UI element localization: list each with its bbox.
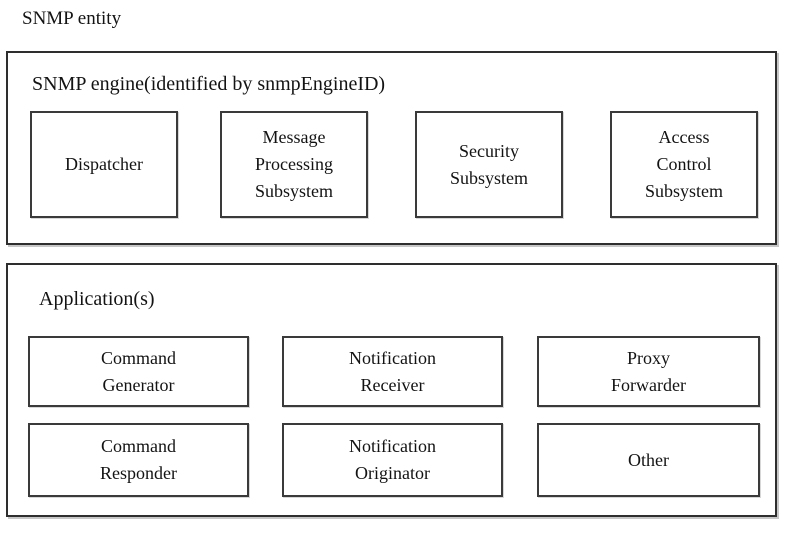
applications-label: Application(s) xyxy=(39,288,155,310)
engine-box-access-control-subsystem-label: Access Control Subsystem xyxy=(644,127,723,201)
app-box-command-generator: Command Generator xyxy=(28,336,249,407)
app-box-notification-receiver-label: Notification Receiver xyxy=(349,347,436,395)
snmp-engine-group: SNMP engine(identified by snmpEngineID) … xyxy=(6,51,777,245)
app-box-notification-originator: Notification Originator xyxy=(282,423,503,497)
applications-group: Application(s) Command Generator Notific… xyxy=(6,263,777,517)
app-box-proxy-forwarder-label: Proxy Forwarder xyxy=(611,347,686,395)
app-box-command-responder-label: Command Responder xyxy=(100,436,177,483)
app-box-proxy-forwarder: Proxy Forwarder xyxy=(537,336,760,407)
app-box-notification-receiver: Notification Receiver xyxy=(282,336,503,407)
app-box-other: Other xyxy=(537,423,760,497)
diagram-title: SNMP entity xyxy=(22,8,122,29)
engine-box-dispatcher-label: Dispatcher xyxy=(65,154,143,174)
app-box-other-label: Other xyxy=(628,449,669,470)
engine-box-access-control-subsystem: Access Control Subsystem xyxy=(610,111,758,218)
app-box-command-responder: Command Responder xyxy=(28,423,249,497)
app-box-command-generator-label: Command Generator xyxy=(101,347,176,395)
engine-box-dispatcher: Dispatcher xyxy=(30,111,178,218)
engine-box-message-processing-subsystem-label: Message Processing Subsystem xyxy=(254,127,333,201)
engine-box-security-subsystem: Security Subsystem xyxy=(415,111,563,218)
snmp-engine-label: SNMP engine(identified by snmpEngineID) xyxy=(32,73,386,95)
engine-box-message-processing-subsystem: Message Processing Subsystem xyxy=(220,111,368,218)
engine-box-security-subsystem-label: Security Subsystem xyxy=(449,140,528,188)
app-box-notification-originator-label: Notification Originator xyxy=(349,436,436,483)
